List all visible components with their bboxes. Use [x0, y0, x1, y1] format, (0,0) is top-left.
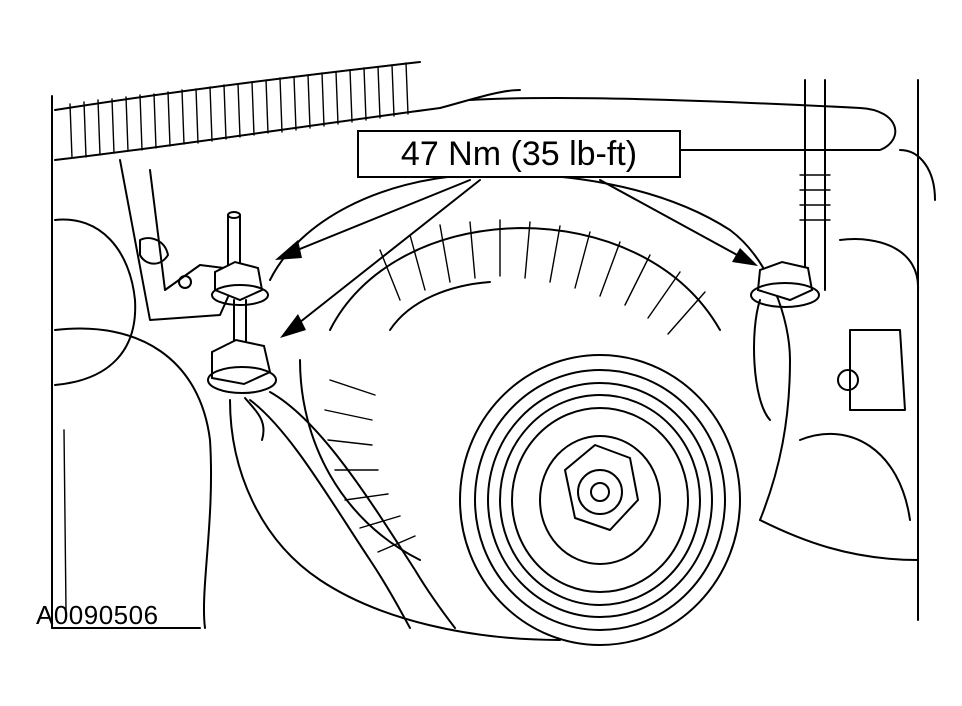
leader-arrows	[275, 179, 758, 338]
arrow-head-upper-left	[275, 240, 302, 260]
right-bolt	[750, 260, 820, 421]
right-housing	[759, 238, 920, 561]
upper-hose	[469, 79, 936, 291]
figure-id-label: A0090506	[36, 600, 159, 630]
left-studs	[207, 211, 277, 394]
wiring-loom	[54, 61, 521, 161]
frame	[51, 79, 919, 629]
arrow-head-lower-left	[280, 314, 306, 338]
arrow-head-right	[732, 248, 758, 266]
torque-callout: 47 Nm (35 lb-ft)	[357, 130, 681, 178]
wiring-harness	[244, 391, 456, 629]
pulley	[459, 354, 741, 646]
left-housing	[54, 218, 213, 629]
mounting-bracket	[119, 159, 241, 321]
torque-label: 47 Nm (35 lb-ft)	[400, 134, 638, 173]
alternator-body	[229, 173, 791, 641]
